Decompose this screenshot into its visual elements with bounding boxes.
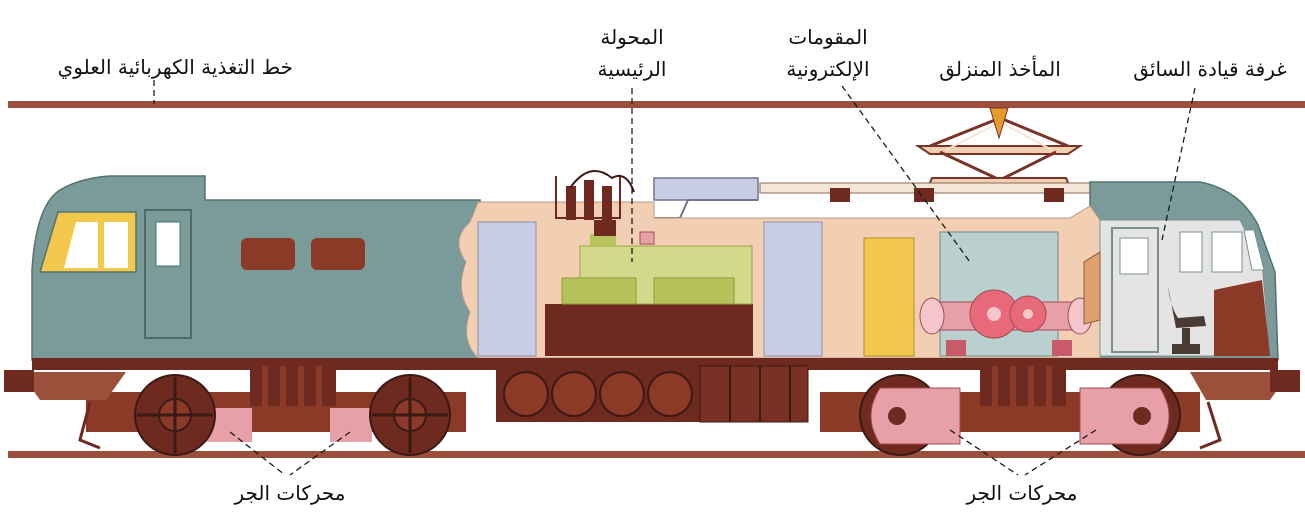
left-cab (38, 209, 365, 339)
label-pantograph: المأخذ المنزلق (939, 55, 1061, 81)
label-main-transformer-line2: الرئيسية (598, 57, 667, 81)
roof-equipment (653, 177, 1091, 232)
driver-cab-interior (1083, 227, 1270, 356)
underframe-tanks (496, 365, 809, 423)
left-wheel-2 (369, 374, 451, 456)
label-driver-cab: غرفة قيادة السائق (1133, 57, 1286, 81)
label-rectifiers-line1: المقومات (788, 25, 867, 49)
right-bogie (820, 366, 1300, 456)
label-rectifiers-line2: الإلكترونية (786, 57, 869, 81)
pantograph (914, 107, 1084, 193)
leader-lines (153, 80, 1196, 476)
interior-panels (477, 221, 915, 357)
left-wheel-1 (134, 374, 216, 456)
left-bogie (4, 366, 466, 456)
main-transformer (545, 169, 753, 356)
rail-track (8, 451, 1305, 458)
overhead-line (8, 101, 1305, 108)
label-traction-motors-left: محركات الجر (233, 481, 345, 505)
labels: خط التغذية الكهربائية العلوي المحولة الر… (58, 25, 1287, 505)
gear-assembly (919, 289, 1093, 356)
label-main-transformer-line1: المحولة (600, 25, 663, 49)
label-overhead-line: خط التغذية الكهربائية العلوي (58, 55, 293, 80)
label-traction-motors-right: محركات الجر (965, 481, 1077, 505)
